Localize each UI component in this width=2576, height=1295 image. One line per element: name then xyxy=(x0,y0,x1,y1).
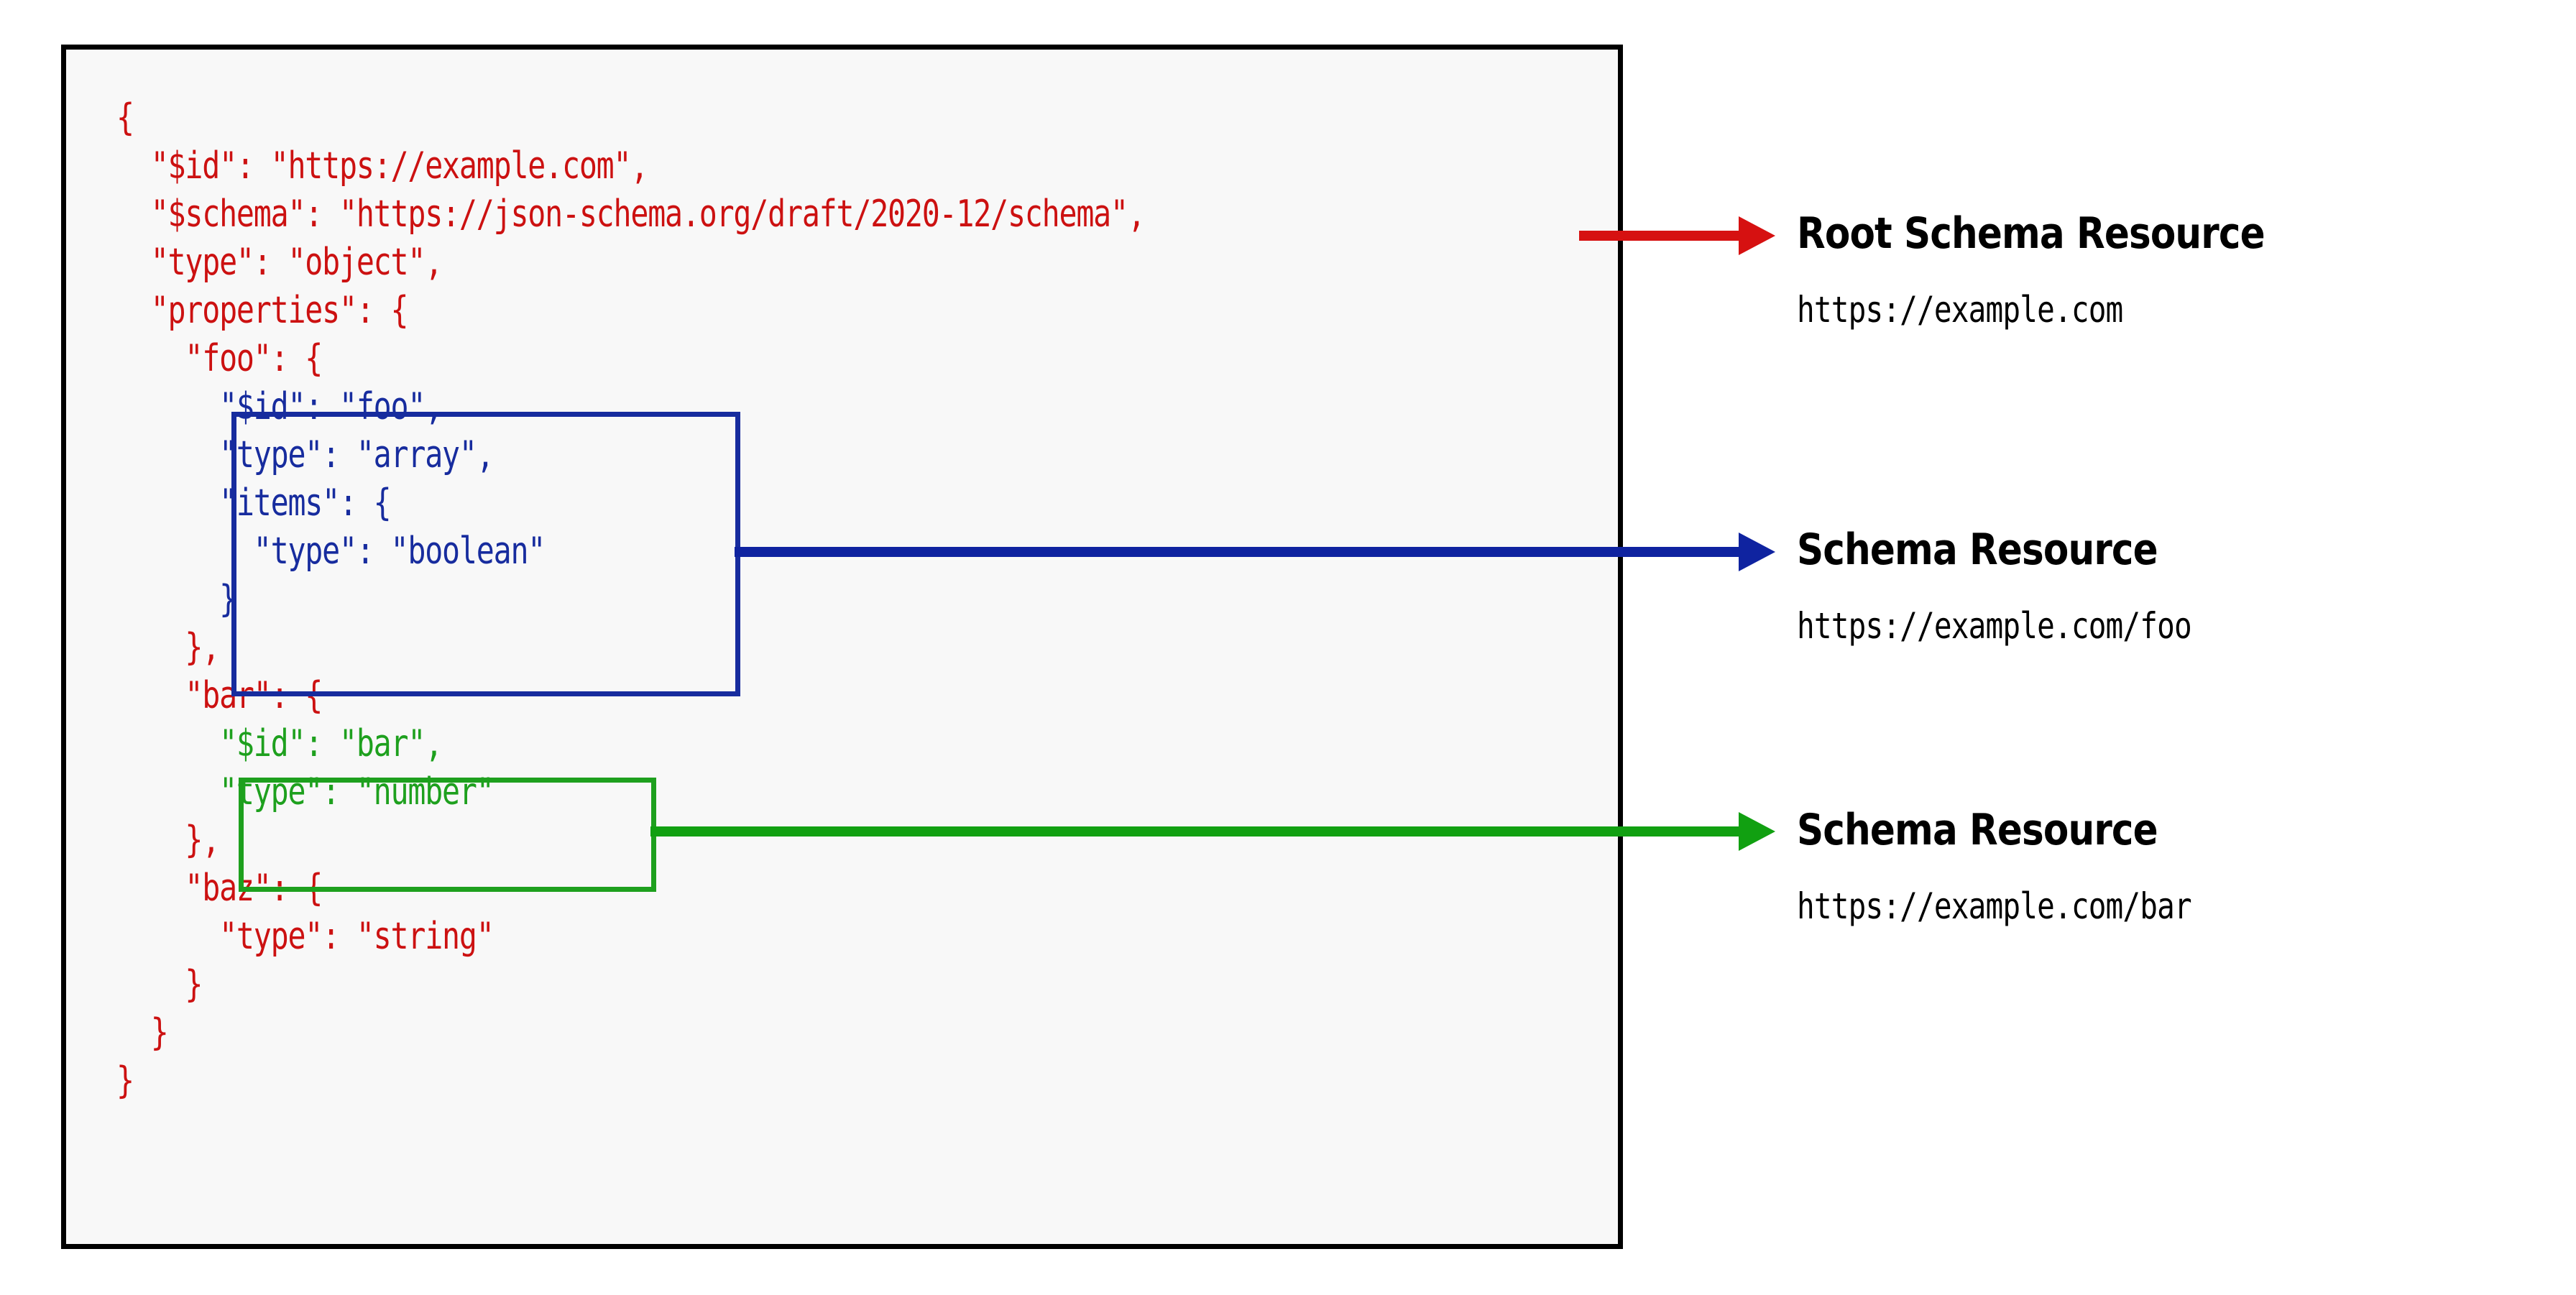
code-line-19: } xyxy=(116,1011,169,1054)
annotation-url: https://example.com/foo xyxy=(1797,605,2192,647)
code-line-17: "type": "string" xyxy=(116,915,494,958)
annotation-url: https://example.com/bar xyxy=(1797,885,2192,927)
code-line-7: "type": "array", xyxy=(116,433,494,476)
code-line-12: "bar": { xyxy=(116,674,323,717)
code-line-20: } xyxy=(116,1059,134,1102)
code-line-11: }, xyxy=(116,626,220,669)
arrow-shaft xyxy=(1579,231,1739,241)
code-line-0: { xyxy=(116,96,134,139)
code-line-9: "type": "boolean" xyxy=(116,530,546,573)
arrow-shaft xyxy=(650,826,1739,837)
annotation-bar-schema-resource: Schema Resource https://example.com/bar xyxy=(1797,806,2278,927)
code-line-8: "items": { xyxy=(116,481,392,525)
code-line-3: "type": "object", xyxy=(116,241,443,284)
json-code-panel: { "$id": "https://example.com", "$schema… xyxy=(61,45,1623,1249)
code-line-13: "$id": "bar", xyxy=(116,722,443,765)
arrow-head-icon xyxy=(1739,533,1775,571)
arrow-shaft xyxy=(735,547,1739,557)
code-line-15: }, xyxy=(116,819,220,862)
code-line-10: } xyxy=(116,578,237,621)
code-line-2: "$schema": "https://json-schema.org/draf… xyxy=(116,193,1146,236)
code-line-14: "type": "number" xyxy=(116,770,494,814)
code-line-5: "foo": { xyxy=(116,337,323,380)
json-code-listing: { "$id": "https://example.com", "$schema… xyxy=(116,94,1146,1105)
annotation-url: https://example.com xyxy=(1797,289,2123,331)
code-line-18: } xyxy=(116,963,203,1006)
annotation-title: Schema Resource xyxy=(1797,525,2158,575)
code-line-16: "baz": { xyxy=(116,867,323,910)
code-line-4: "properties": { xyxy=(116,289,409,332)
code-line-6: "$id": "foo", xyxy=(116,385,443,428)
annotation-root-schema-resource: Root Schema Resource https://example.com xyxy=(1797,210,2341,331)
code-line-1: "$id": "https://example.com", xyxy=(116,144,649,188)
arrow-head-icon xyxy=(1739,216,1775,255)
annotation-title: Root Schema Resource xyxy=(1797,208,2266,259)
annotation-title: Schema Resource xyxy=(1797,805,2158,855)
annotation-foo-schema-resource: Schema Resource https://example.com/foo xyxy=(1797,526,2278,647)
arrow-head-icon xyxy=(1739,812,1775,851)
